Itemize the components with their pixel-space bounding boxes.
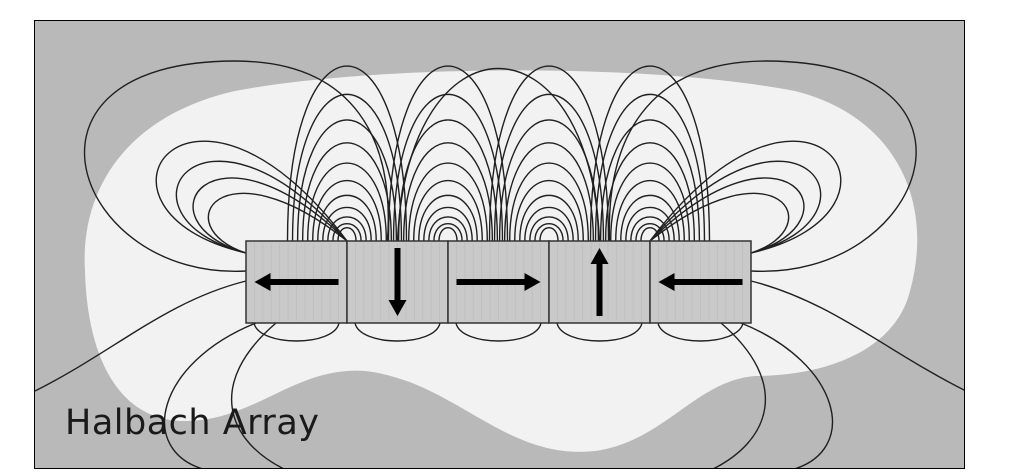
field-line-bottom xyxy=(231,322,284,468)
magnet-block-4 xyxy=(548,240,651,324)
field-line-top xyxy=(594,93,706,242)
field-line-top xyxy=(599,119,701,242)
field-line-top xyxy=(493,93,605,242)
field-line-outer-left xyxy=(192,177,348,254)
field-line-bottom xyxy=(657,322,744,342)
field-line-top xyxy=(438,227,458,242)
field-line-top xyxy=(402,142,494,242)
field-line-top xyxy=(640,227,660,242)
field-line-top xyxy=(413,179,483,242)
field-line-bottom xyxy=(556,322,643,342)
field-line-bottom xyxy=(163,322,257,468)
field-line-top xyxy=(312,179,382,242)
arrow-left-icon xyxy=(658,273,743,291)
field-line-top xyxy=(524,206,574,242)
field-line-top xyxy=(322,206,372,242)
field-line-top xyxy=(428,216,468,242)
field-line-top xyxy=(387,65,509,242)
field-line-top xyxy=(609,162,691,242)
field-line-top xyxy=(332,223,362,242)
field-line-top xyxy=(286,65,408,242)
field-line-top xyxy=(589,65,711,242)
field-line-top xyxy=(407,162,489,242)
field-line-top xyxy=(539,227,559,242)
field-line-outer-right xyxy=(649,177,805,254)
magnet-block-2 xyxy=(346,240,449,324)
field-line-outer-left xyxy=(155,140,348,254)
magnet-block-3 xyxy=(447,240,550,324)
field-line-bottom xyxy=(354,322,441,342)
field-line-top xyxy=(519,194,579,242)
field-lines xyxy=(35,60,964,468)
field-line-top xyxy=(514,179,584,242)
field-line-top xyxy=(630,216,670,242)
field-line-top xyxy=(488,65,610,242)
field-line-top xyxy=(604,142,696,242)
field-line-outer-right xyxy=(649,192,790,254)
field-diagram xyxy=(35,21,964,468)
field-line-top xyxy=(433,223,463,242)
field-line-top xyxy=(503,142,595,242)
halbach-array-figure: Halbach Array xyxy=(34,20,965,469)
field-line-top xyxy=(392,93,504,242)
field-line-bottom xyxy=(253,322,340,342)
field-line-top xyxy=(337,227,357,242)
field-line-top xyxy=(615,179,685,242)
field-line-top xyxy=(306,162,388,242)
arrow-right-icon xyxy=(456,273,541,291)
figure-caption: Halbach Array xyxy=(65,403,320,443)
field-line-bottom xyxy=(740,322,834,468)
field-line-outer-left xyxy=(207,192,348,254)
arrow-left-icon xyxy=(254,273,339,291)
field-line-bottom xyxy=(455,322,542,342)
field-line-outer-right xyxy=(608,60,917,272)
field-line-side xyxy=(35,280,247,392)
field-line-top xyxy=(396,67,601,242)
field-line-top xyxy=(327,216,367,242)
field-line-outer-left xyxy=(175,160,348,254)
magnet-block-5 xyxy=(649,240,752,324)
arrow-down-icon xyxy=(388,248,407,316)
field-line-top xyxy=(529,216,569,242)
field-line-outer-left xyxy=(83,60,389,272)
field-line-side xyxy=(750,280,964,391)
field-line-top xyxy=(625,206,675,242)
field-line-outer-right xyxy=(649,160,822,254)
field-line-top xyxy=(534,223,564,242)
field-line-top xyxy=(418,194,478,242)
field-line-top xyxy=(508,162,590,242)
magnet-array xyxy=(245,240,752,324)
arrow-up-icon xyxy=(590,248,609,316)
field-line-bottom xyxy=(713,322,766,468)
field-line-top xyxy=(423,206,473,242)
field-line-top xyxy=(635,223,665,242)
field-line-outer-right xyxy=(649,140,842,254)
magnet-block-1 xyxy=(245,240,348,324)
field-line-top xyxy=(291,93,403,242)
